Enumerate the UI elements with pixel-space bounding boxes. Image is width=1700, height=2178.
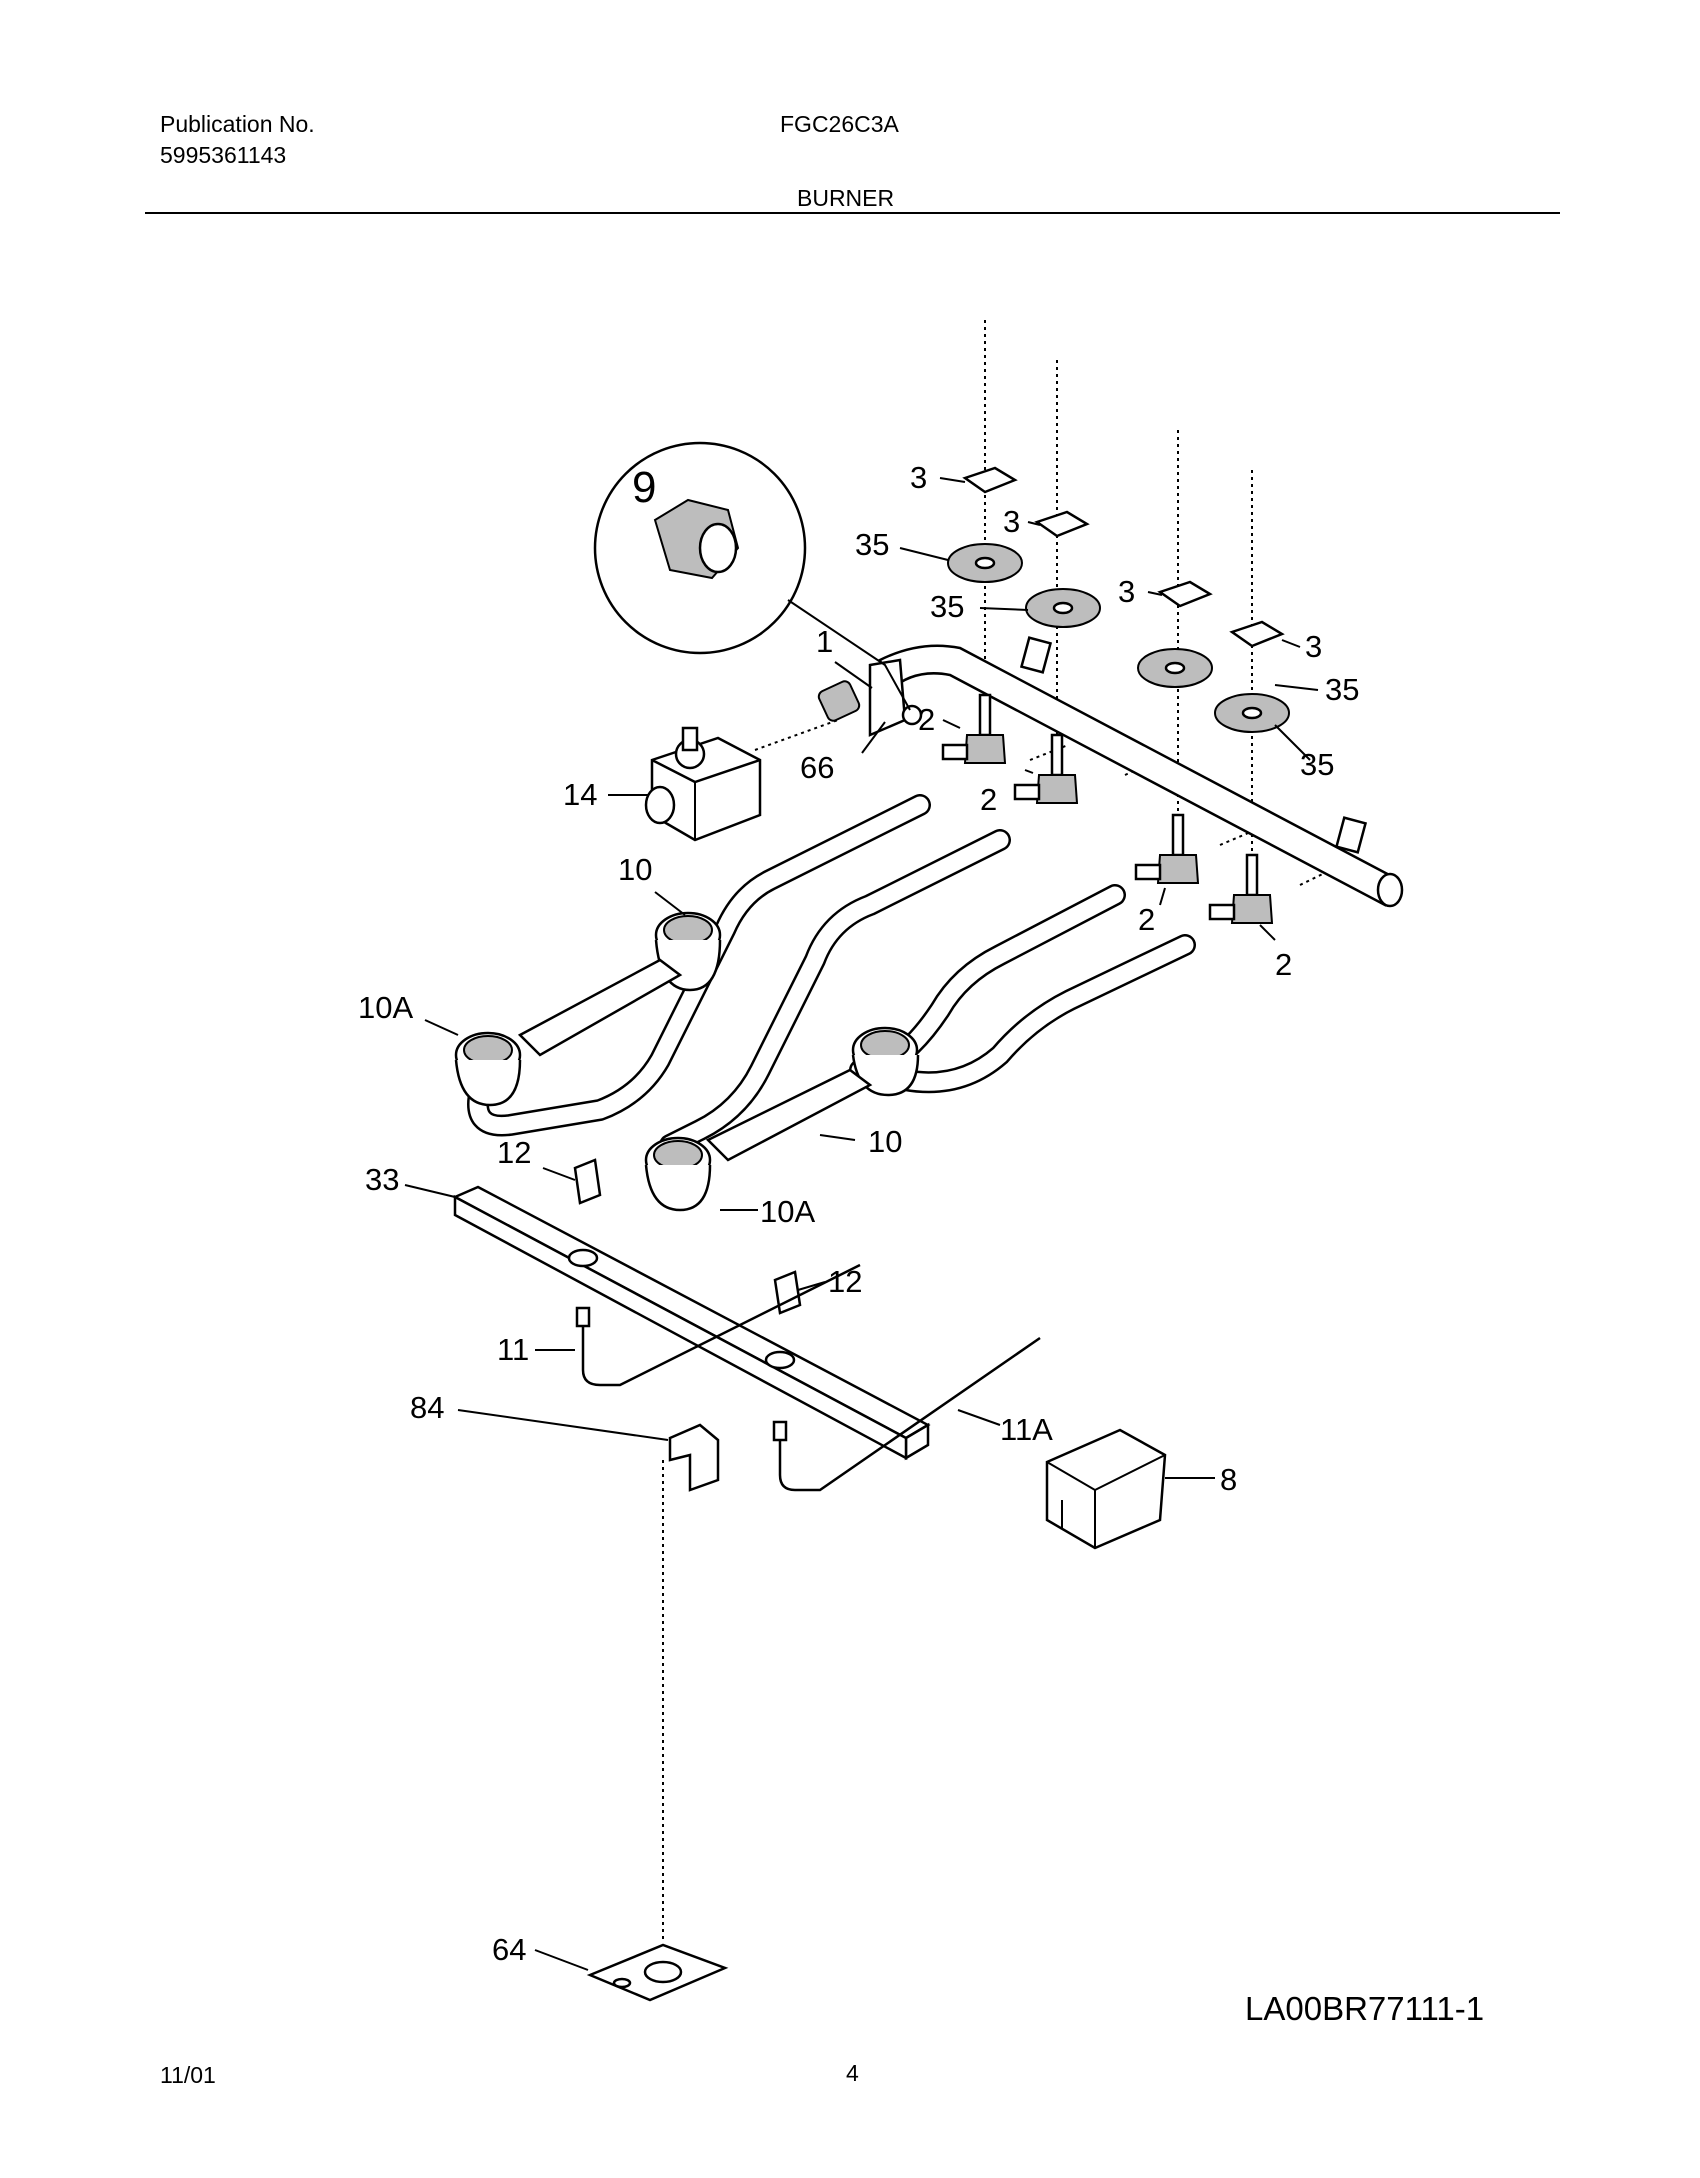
- callout-66: 66: [800, 750, 834, 785]
- callout-9: 9: [632, 463, 656, 512]
- callout-64: 64: [492, 1932, 526, 1967]
- nut-detail: [593, 441, 911, 711]
- callout-35-d: 35: [1300, 747, 1334, 782]
- callout-12-b: 12: [828, 1264, 862, 1299]
- leader-lines: [404, 477, 1319, 1971]
- orifice-fitting: [817, 680, 923, 726]
- callout-14: 14: [563, 777, 597, 812]
- callout-8: 8: [1220, 1462, 1237, 1497]
- callout-10-b: 10: [868, 1124, 902, 1159]
- callout-3-b: 3: [1003, 504, 1020, 539]
- callout-10-a: 10: [618, 852, 652, 887]
- callout-84: 84: [410, 1390, 444, 1425]
- callout-10a-b: 10A: [760, 1194, 815, 1229]
- clamps: [573, 1158, 802, 1315]
- callout-2-b: 2: [980, 782, 997, 817]
- clip-84: [668, 1423, 720, 1492]
- callout-2-c: 2: [1138, 902, 1155, 937]
- revision-date: 11/01: [160, 2062, 216, 2088]
- burner-tubes: [467, 794, 1196, 1156]
- retainer-discs: [947, 543, 1290, 733]
- callout-labels: 3 3 3 3 35 35 35 35 9 1 66 14 2 2 2 2 10…: [358, 460, 1359, 1967]
- page-number: 4: [846, 2060, 859, 2086]
- electrodes: [575, 1263, 1041, 1492]
- callout-35-a: 35: [855, 527, 889, 562]
- gas-valves: [941, 693, 1274, 924]
- callout-3-d: 3: [1305, 629, 1322, 664]
- callout-3-a: 3: [910, 460, 927, 495]
- section-title: BURNER: [797, 185, 895, 211]
- callout-11: 11: [497, 1332, 529, 1367]
- drawing-id: LA00BR77111-1: [1245, 1990, 1485, 2027]
- support-bar: [452, 1185, 931, 1461]
- publication-label: Publication No.: [160, 111, 315, 137]
- callout-1: 1: [816, 624, 833, 659]
- burner-heads: [454, 911, 920, 1212]
- header-rule: [145, 212, 1560, 214]
- mounting-plate: [586, 1943, 729, 2002]
- callout-2-a: 2: [918, 702, 935, 737]
- callout-10a-a: 10A: [358, 990, 413, 1025]
- pressure-regulator: [644, 726, 762, 842]
- valve-clips: [962, 466, 1285, 648]
- callout-35-c: 35: [1325, 672, 1359, 707]
- callout-11a: 11A: [1000, 1412, 1053, 1447]
- callout-12-a: 12: [497, 1135, 531, 1170]
- callout-3-c: 3: [1118, 574, 1135, 609]
- callout-2-d: 2: [1275, 947, 1292, 982]
- spark-module: [1045, 1428, 1167, 1550]
- publication-number: 5995361143: [160, 142, 287, 168]
- callout-33: 33: [365, 1162, 399, 1197]
- model-number: FGC26C3A: [780, 111, 899, 137]
- callout-35-b: 35: [930, 589, 964, 624]
